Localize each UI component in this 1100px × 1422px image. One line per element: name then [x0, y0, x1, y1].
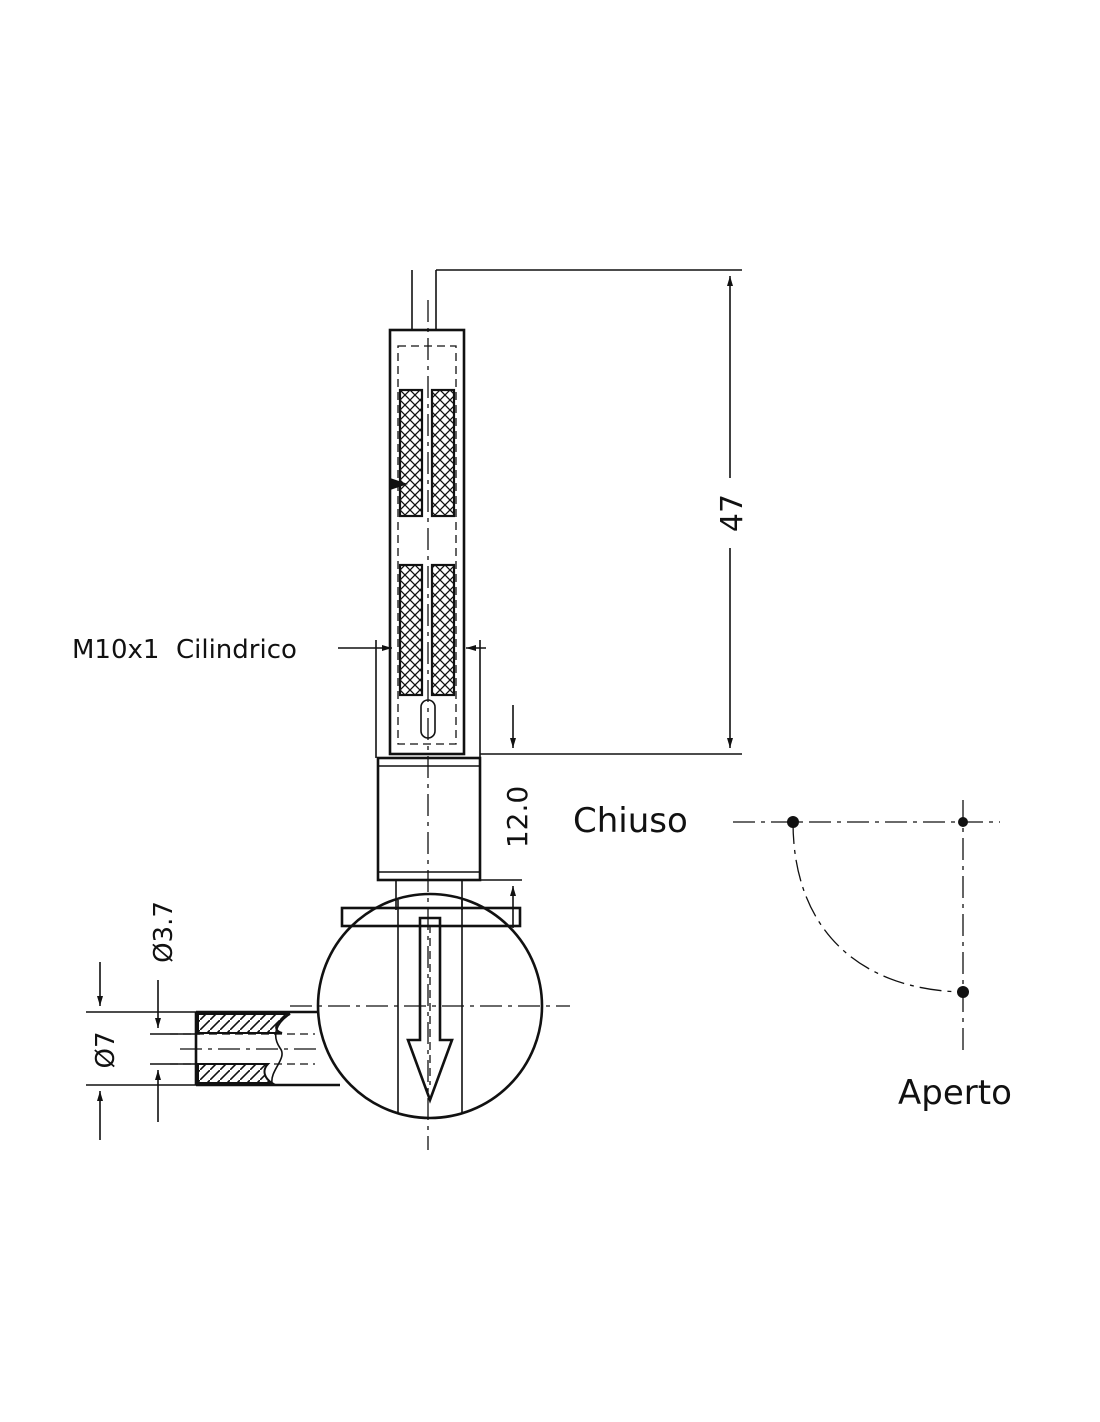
dimension-47: [436, 269, 742, 755]
flow-arrow-icon: [406, 916, 454, 1104]
closed-position-dot: [787, 816, 799, 828]
dimension-12-label: 12.0: [501, 786, 534, 848]
dimension-12: [480, 705, 522, 928]
dimension-bore: [150, 980, 200, 1122]
pickup-tube: [388, 270, 466, 756]
valve-body: [290, 892, 570, 1120]
pivot-dot: [958, 817, 968, 827]
dimension-outer-label: Ø7: [91, 1031, 121, 1068]
mesh-pointer-icon: [390, 478, 408, 490]
outlet-tube: [170, 1010, 340, 1087]
dimension-outer: [86, 962, 200, 1140]
filter-mesh-upper: [398, 388, 456, 518]
thread-label: M10x1 Cilindrico: [72, 635, 297, 665]
lever-position-diagram: [733, 800, 1000, 1052]
dimension-bore-label: Ø3.7: [149, 901, 179, 963]
open-label: Aperto: [898, 1073, 1012, 1113]
dimension-47-label: 47: [715, 494, 750, 532]
filter-mesh-lower: [398, 563, 456, 697]
open-position-dot: [957, 986, 969, 998]
closed-label: Chiuso: [573, 801, 688, 841]
